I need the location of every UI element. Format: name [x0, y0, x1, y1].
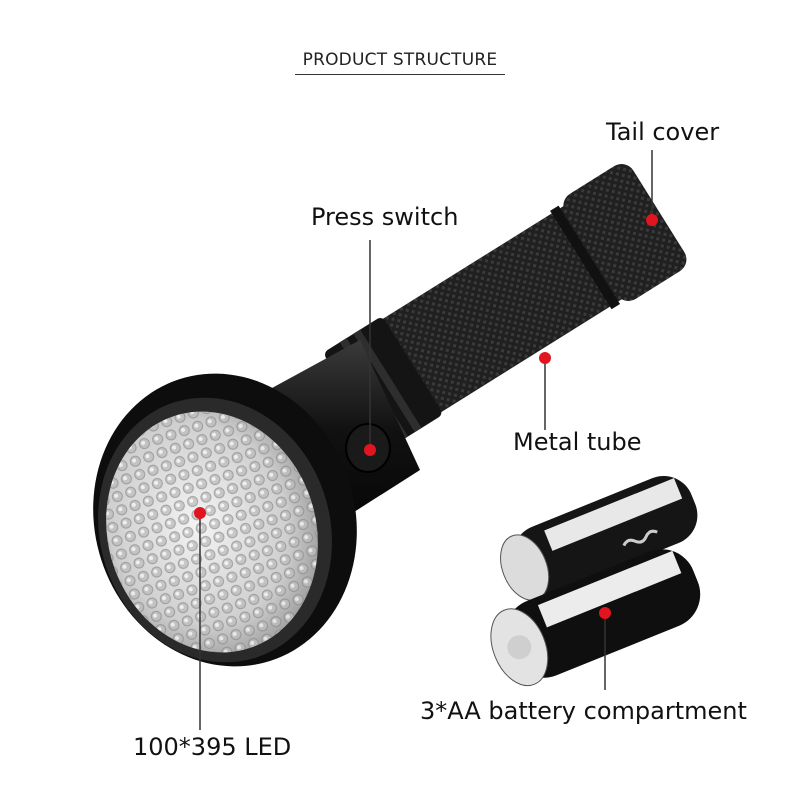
led-marker — [194, 507, 206, 519]
press-switch-label: Press switch — [311, 203, 459, 231]
battery-label: 3*AA battery compartment — [420, 697, 747, 725]
battery-compartment — [490, 475, 701, 687]
flashlight — [93, 164, 687, 667]
press-switch-marker — [364, 444, 376, 456]
tail-cover-marker — [646, 214, 658, 226]
tail-cover-body — [563, 164, 687, 301]
led-label: 100*395 LED — [133, 733, 292, 761]
callouts — [194, 150, 658, 730]
tail-cover-label: Tail cover — [606, 118, 720, 146]
battery-marker — [599, 607, 611, 619]
page-title-text: PRODUCT STRUCTURE — [294, 50, 506, 75]
metal-tube-marker — [539, 352, 551, 364]
metal-tube-label: Metal tube — [513, 428, 642, 456]
page-title: PRODUCT STRUCTURE — [0, 50, 800, 75]
